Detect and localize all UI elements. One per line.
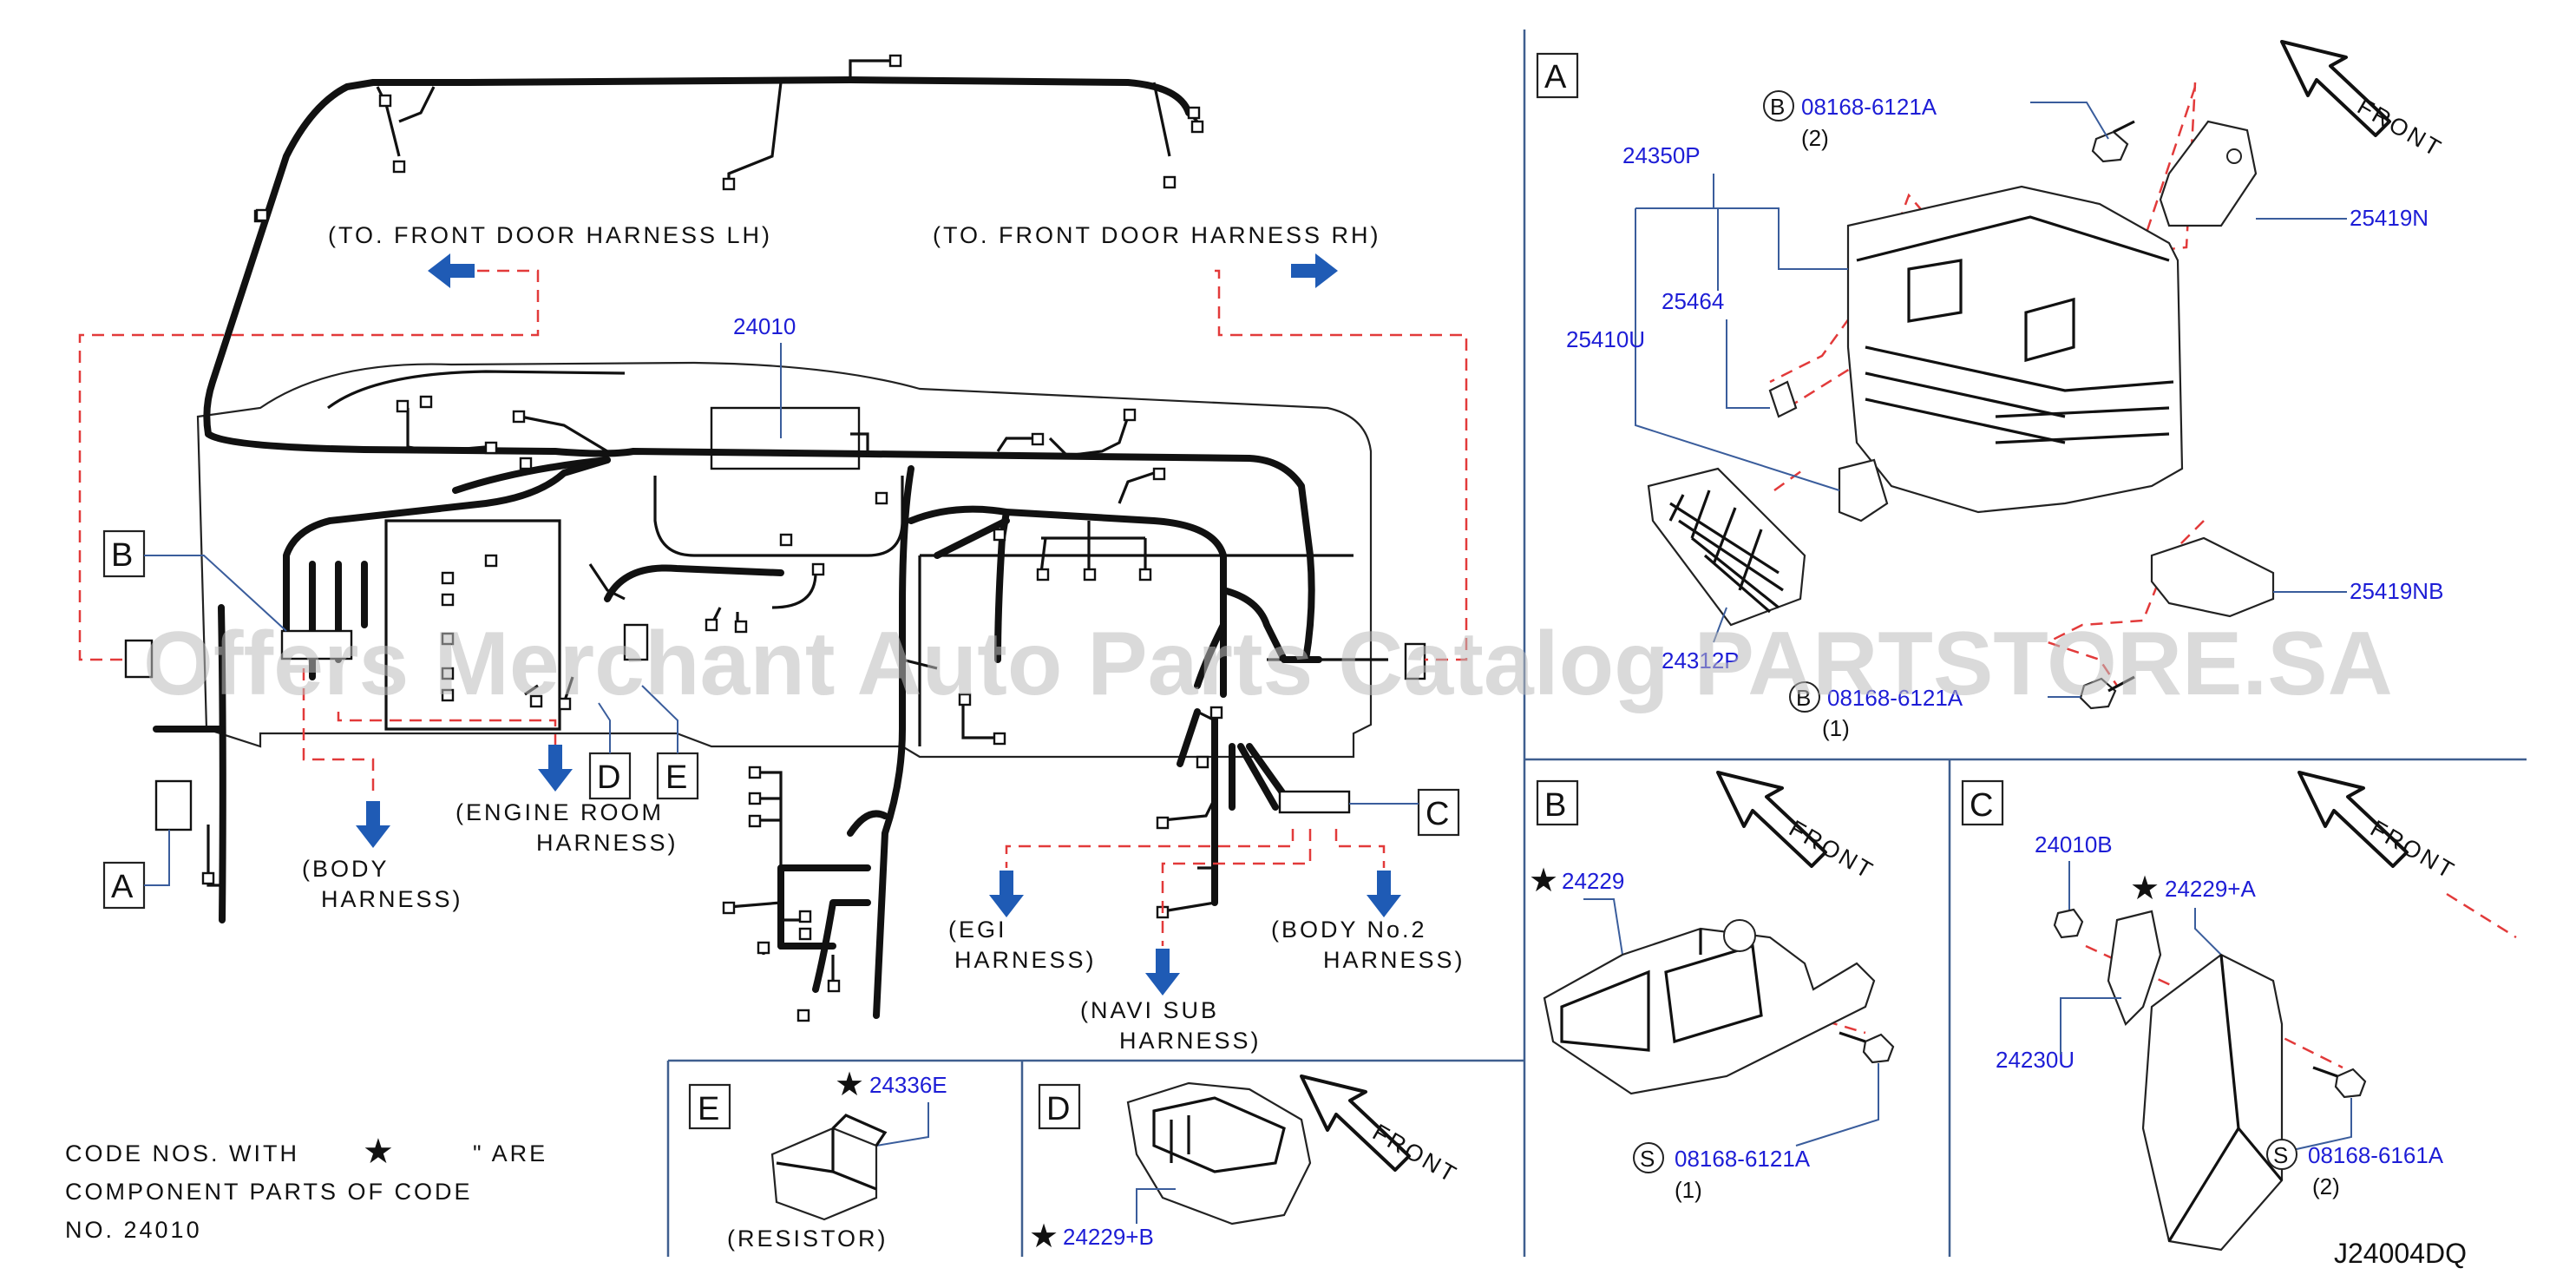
- navi-label-2: HARNESS): [1119, 1028, 1262, 1054]
- part-08168-6121a-bottom[interactable]: 08168-6121A: [1827, 685, 1963, 711]
- bolt-icon: [1839, 1031, 1895, 1064]
- callout-c-letter: C: [1426, 796, 1449, 832]
- part-25419nb[interactable]: 25419NB: [2350, 578, 2443, 604]
- star-icon: ★: [835, 1067, 864, 1103]
- body-harness-label-2: HARNESS): [321, 886, 463, 912]
- note-line-3: NO. 24010: [65, 1217, 202, 1243]
- front-arrow-icon: [1300, 1074, 1411, 1172]
- part-24336e[interactable]: 24336E: [869, 1072, 947, 1098]
- bracket-25419nb-drawing: [2150, 536, 2275, 618]
- nut-icon: [2053, 908, 2084, 939]
- bolt-top-icon: [2091, 120, 2135, 163]
- cover-24312p-drawing: [1647, 467, 1806, 627]
- front-arrow-icon: [2297, 771, 2409, 868]
- callout-a-letter: A: [111, 869, 134, 905]
- part-24229-b[interactable]: 24229+B: [1063, 1224, 1154, 1250]
- meter-connector-box: [710, 406, 861, 470]
- detail-a-bolt-bottom-qty: (1): [1822, 715, 1850, 741]
- note-line-1b: " ARE: [473, 1140, 547, 1166]
- detail-c-bolt-prefix: S: [2273, 1142, 2288, 1168]
- bracket-24229b-drawing: [1126, 1081, 1312, 1226]
- bolt-bottom-icon: [2079, 675, 2135, 710]
- part-08168-6121a-b[interactable]: 08168-6121A: [1675, 1146, 1811, 1172]
- part-24229-a[interactable]: 24229+A: [2165, 876, 2256, 902]
- star-icon: ★: [363, 1133, 394, 1171]
- body-no2-label-2: HARNESS): [1323, 947, 1465, 973]
- resistor-label: (RESISTOR): [727, 1226, 888, 1252]
- callout-e: E: [641, 685, 699, 800]
- body-no2-label-1: (BODY No.2: [1271, 917, 1427, 943]
- bracket-24229-drawing: [1543, 927, 1876, 1095]
- part-24350p[interactable]: 24350P: [1622, 142, 1701, 168]
- part-24229[interactable]: 24229: [1562, 868, 1624, 894]
- note-line-2: COMPONENT PARTS OF CODE: [65, 1179, 473, 1205]
- bracket-25419n-drawing: [2159, 120, 2258, 227]
- part-24010[interactable]: 24010: [733, 313, 796, 339]
- front-arrow-icon: [1716, 771, 1827, 868]
- part-25464[interactable]: 25464: [1662, 288, 1724, 314]
- navi-label-1: (NAVI SUB: [1080, 997, 1219, 1023]
- callout-d: D: [588, 702, 632, 800]
- detail-b-letter: B: [1544, 787, 1566, 824]
- star-icon: ★: [1029, 1219, 1059, 1255]
- star-icon: ★: [2130, 871, 2160, 907]
- detail-d: D FRONT ★ 24229+B: [1029, 1074, 1463, 1255]
- engine-room-label-2: HARNESS): [536, 830, 678, 856]
- resistor-drawing: [770, 1114, 888, 1221]
- component-note: CODE NOS. WITH ★ " ARE COMPONENT PARTS O…: [65, 1133, 547, 1243]
- relay-24229a-drawing: [2141, 953, 2284, 1252]
- body-harness-label-1: (BODY: [302, 856, 390, 882]
- to-front-door-lh-label: (TO. FRONT DOOR HARNESS LH): [328, 222, 772, 248]
- detail-b-bolt-prefix: S: [1640, 1146, 1655, 1172]
- detail-e: E ★ 24336E (RESISTOR): [688, 1067, 947, 1252]
- star-icon: ★: [1529, 863, 1558, 899]
- fuse-25464-drawing: [1768, 380, 1798, 418]
- dashed-guides: [78, 82, 2517, 1069]
- panel-frames: [666, 30, 2527, 1257]
- part-24010b[interactable]: 24010B: [2035, 831, 2113, 858]
- main-trunk-wire: [205, 430, 1315, 663]
- detail-b-bolt-qty: (1): [1675, 1177, 1702, 1203]
- part-24230u[interactable]: 24230U: [1996, 1047, 2075, 1073]
- callout-a: A: [102, 830, 170, 910]
- detail-b: B FRONT ★ 24229 S 08168-6121A (1): [1529, 771, 1895, 1203]
- detail-a-bolt-bottom-prefix: B: [1796, 685, 1811, 711]
- watermark: Offers Merchant Auto Parts Catalog PARTS…: [143, 614, 2393, 714]
- detail-c-bolt-qty: (2): [2312, 1173, 2340, 1199]
- note-line-1: CODE NOS. WITH: [65, 1140, 299, 1166]
- egi-label-2: HARNESS): [954, 947, 1097, 973]
- bracket-24230u-drawing: [2107, 910, 2162, 1026]
- fuse-block-drawing: [1846, 185, 2184, 514]
- main-harness-drawing: [153, 59, 1388, 1019]
- part-08168-6161a[interactable]: 08168-6161A: [2308, 1142, 2444, 1168]
- detail-a-bolt-top-qty: (2): [1801, 125, 1829, 151]
- egi-label-1: (EGI: [948, 917, 1007, 943]
- detail-e-letter: E: [698, 1091, 719, 1127]
- door-harness-wire: [203, 76, 1192, 437]
- callout-d-letter: D: [597, 759, 620, 796]
- detail-a-bolt-top-prefix: B: [1770, 94, 1785, 120]
- bolt-icon: [2312, 1066, 2367, 1099]
- clip-25410u-drawing: [1838, 458, 1889, 522]
- part-08168-6121a-top[interactable]: 08168-6121A: [1801, 94, 1937, 120]
- callout-e-letter: E: [665, 759, 687, 796]
- detail-c-letter: C: [1970, 787, 1993, 824]
- part-24312p[interactable]: 24312P: [1662, 647, 1740, 674]
- diagram-code: J24004DQ: [2334, 1238, 2467, 1269]
- detail-d-letter: D: [1046, 1091, 1070, 1127]
- instrument-panel-outline: [196, 361, 1373, 759]
- to-front-door-rh-label: (TO. FRONT DOOR HARNESS RH): [933, 222, 1381, 248]
- part-25419n[interactable]: 25419N: [2350, 205, 2429, 231]
- detail-a-letter: A: [1544, 59, 1567, 95]
- callout-c: C: [1349, 788, 1460, 837]
- callout-b: B: [102, 529, 287, 632]
- engine-room-label-1: (ENGINE ROOM: [456, 799, 664, 825]
- detail-c: C FRONT 24010B ★ 24229+A 24230U S 08168-…: [1961, 771, 2461, 1252]
- part-25410u[interactable]: 25410U: [1566, 326, 1645, 352]
- callout-b-letter: B: [111, 537, 133, 574]
- harness-connectors: [124, 54, 1426, 1022]
